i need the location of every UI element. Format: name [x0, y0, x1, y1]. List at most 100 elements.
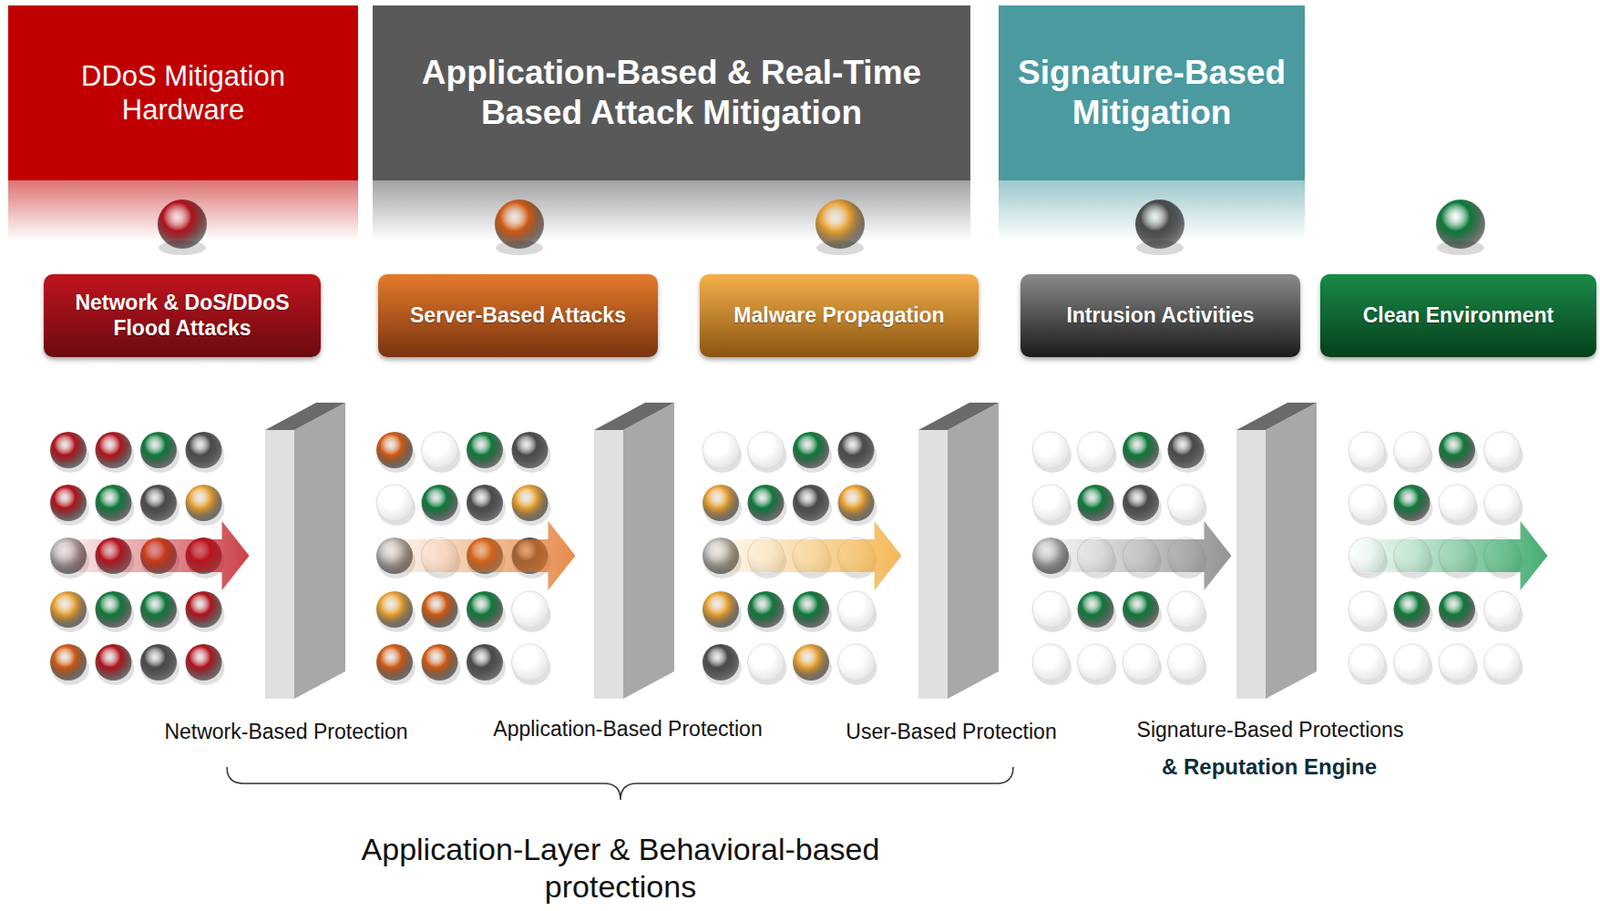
traffic-ball [1122, 484, 1159, 522]
threat-pill: Malware Propagation [699, 274, 979, 358]
wall-side [947, 402, 999, 699]
header-band: Signature-Based Mitigation [998, 5, 1305, 181]
status-dot [494, 199, 544, 249]
band-fade [372, 180, 971, 241]
traffic-ball [1348, 644, 1385, 681]
header-band: Application-Based & Real-Time Based Atta… [372, 5, 971, 181]
traffic-ball [838, 591, 875, 628]
traffic-ball [1438, 484, 1476, 522]
traffic-ball [702, 484, 739, 522]
traffic-ball [185, 484, 223, 522]
traffic-ball [376, 644, 413, 681]
traffic-ball [792, 591, 830, 628]
flow-arrow [1032, 521, 1232, 591]
wall-front [918, 430, 948, 699]
traffic-ball [466, 591, 503, 628]
flow-arrow [376, 521, 576, 591]
traffic-ball [466, 484, 503, 522]
traffic-ball [702, 644, 739, 681]
traffic-ball [702, 431, 739, 469]
wall-top [918, 402, 999, 431]
wall-front [265, 430, 295, 699]
traffic-ball [1168, 431, 1205, 469]
flow-arrow [50, 521, 250, 591]
status-pill: Clean Environment [1320, 274, 1597, 358]
traffic-ball [838, 644, 875, 681]
traffic-ball [1032, 484, 1069, 522]
traffic-ball [466, 431, 503, 469]
traffic-ball [512, 591, 549, 628]
wall-side [1265, 402, 1317, 699]
traffic-ball [421, 644, 459, 681]
traffic-ball [50, 644, 87, 681]
traffic-ball [748, 484, 785, 522]
traffic-ball [1122, 431, 1159, 469]
traffic-ball [376, 591, 413, 628]
traffic-ball [466, 644, 503, 681]
status-dot [815, 199, 865, 249]
status-dot [1135, 199, 1185, 249]
traffic-ball [185, 644, 223, 681]
traffic-ball [185, 591, 223, 628]
traffic-ball [792, 431, 830, 469]
status-dot [1435, 199, 1486, 249]
layer-label: Signature-Based Protections [1137, 717, 1405, 743]
layer-label: Application-Based Protection [492, 717, 762, 742]
traffic-ball [140, 431, 177, 469]
traffic-ball [421, 591, 459, 628]
traffic-ball [421, 484, 459, 522]
traffic-ball [95, 484, 133, 522]
wall-top [1236, 402, 1317, 431]
traffic-ball [95, 591, 133, 628]
layer-label: User-Based Protection [845, 719, 1057, 745]
wall-front [594, 430, 624, 699]
traffic-ball [748, 591, 785, 628]
wall-top [265, 402, 346, 431]
wall-top [594, 402, 675, 431]
threat-pill: Intrusion Activities [1020, 274, 1301, 358]
header-band: DDoS Mitigation Hardware [8, 5, 359, 181]
traffic-ball [748, 644, 785, 681]
node-text: Network & DoS/DDoS Flood Attacks [58, 290, 307, 341]
node-text: Signature-Based Mitigation [1013, 52, 1291, 134]
traffic-ball [1032, 591, 1069, 628]
flow-arrow [702, 521, 903, 591]
layer-label: Network-Based Protection [164, 719, 408, 745]
wall-front [1236, 430, 1266, 699]
traffic-ball [838, 431, 875, 469]
traffic-ball [50, 591, 87, 628]
threat-pill: Network & DoS/DDoS Flood Attacks [43, 274, 321, 358]
traffic-ball [376, 431, 413, 469]
traffic-ball [1122, 591, 1159, 628]
traffic-ball [1077, 431, 1115, 469]
traffic-ball [1484, 591, 1521, 628]
node-text: Malware Propagation [733, 303, 944, 329]
traffic-ball [1348, 431, 1385, 469]
traffic-ball [1394, 431, 1431, 469]
traffic-ball [1438, 591, 1476, 628]
traffic-ball [1348, 484, 1385, 522]
traffic-ball [838, 484, 875, 522]
node-text: Application-Based & Real-Time Based Atta… [387, 52, 956, 134]
traffic-ball [95, 431, 133, 469]
traffic-ball [376, 484, 413, 522]
traffic-ball [1077, 591, 1115, 628]
traffic-ball [185, 431, 223, 469]
traffic-ball [792, 484, 830, 522]
traffic-ball [1077, 484, 1115, 522]
wall-side [623, 402, 675, 699]
threat-pill: Server-Based Attacks [378, 274, 658, 358]
node-text: Intrusion Activities [1066, 303, 1254, 329]
traffic-ball [512, 431, 549, 469]
traffic-ball [1394, 644, 1431, 681]
traffic-ball [1394, 484, 1431, 522]
traffic-ball [140, 484, 177, 522]
bracket [226, 767, 1014, 800]
traffic-ball [748, 431, 785, 469]
traffic-ball [1077, 644, 1115, 681]
status-dot [157, 199, 207, 249]
traffic-ball [792, 644, 830, 681]
node-text: Server-Based Attacks [410, 303, 626, 329]
traffic-ball [1032, 644, 1069, 681]
traffic-ball [1122, 644, 1159, 681]
